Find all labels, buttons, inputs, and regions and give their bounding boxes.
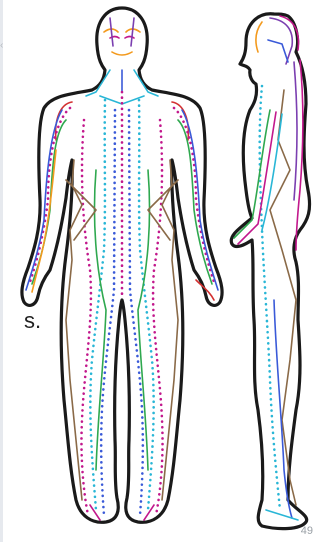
arm-inner-channel-left	[26, 110, 62, 290]
arm-inner-channel-right	[182, 110, 218, 290]
mouth-channel	[112, 52, 132, 55]
head-side-channel	[110, 18, 134, 46]
foot-channel	[90, 505, 154, 520]
side-body-figure	[231, 14, 309, 529]
kidney-channel-left	[101, 110, 115, 515]
spleen-channel-right	[153, 120, 162, 515]
side-face-channel	[268, 40, 288, 62]
cropped-text: s.	[24, 308, 41, 334]
brow-channel	[104, 29, 140, 32]
page-number: 49	[301, 525, 313, 537]
kidney-channel-right	[129, 110, 143, 515]
spleen-channel-left	[81, 120, 90, 515]
neck-channel-left	[86, 70, 110, 96]
side-body-outline	[231, 14, 309, 529]
side-arm-channel-cyan	[262, 114, 282, 230]
side-foot-channel	[266, 510, 298, 520]
liver-channel-right	[138, 170, 150, 470]
side-back-channel-purple	[294, 62, 297, 200]
neck-channel-right	[134, 70, 158, 96]
front-body-figure	[22, 8, 222, 522]
eye-channel	[110, 37, 134, 39]
liver-channel-left	[94, 170, 106, 470]
side-head-channel-orange	[256, 22, 262, 52]
